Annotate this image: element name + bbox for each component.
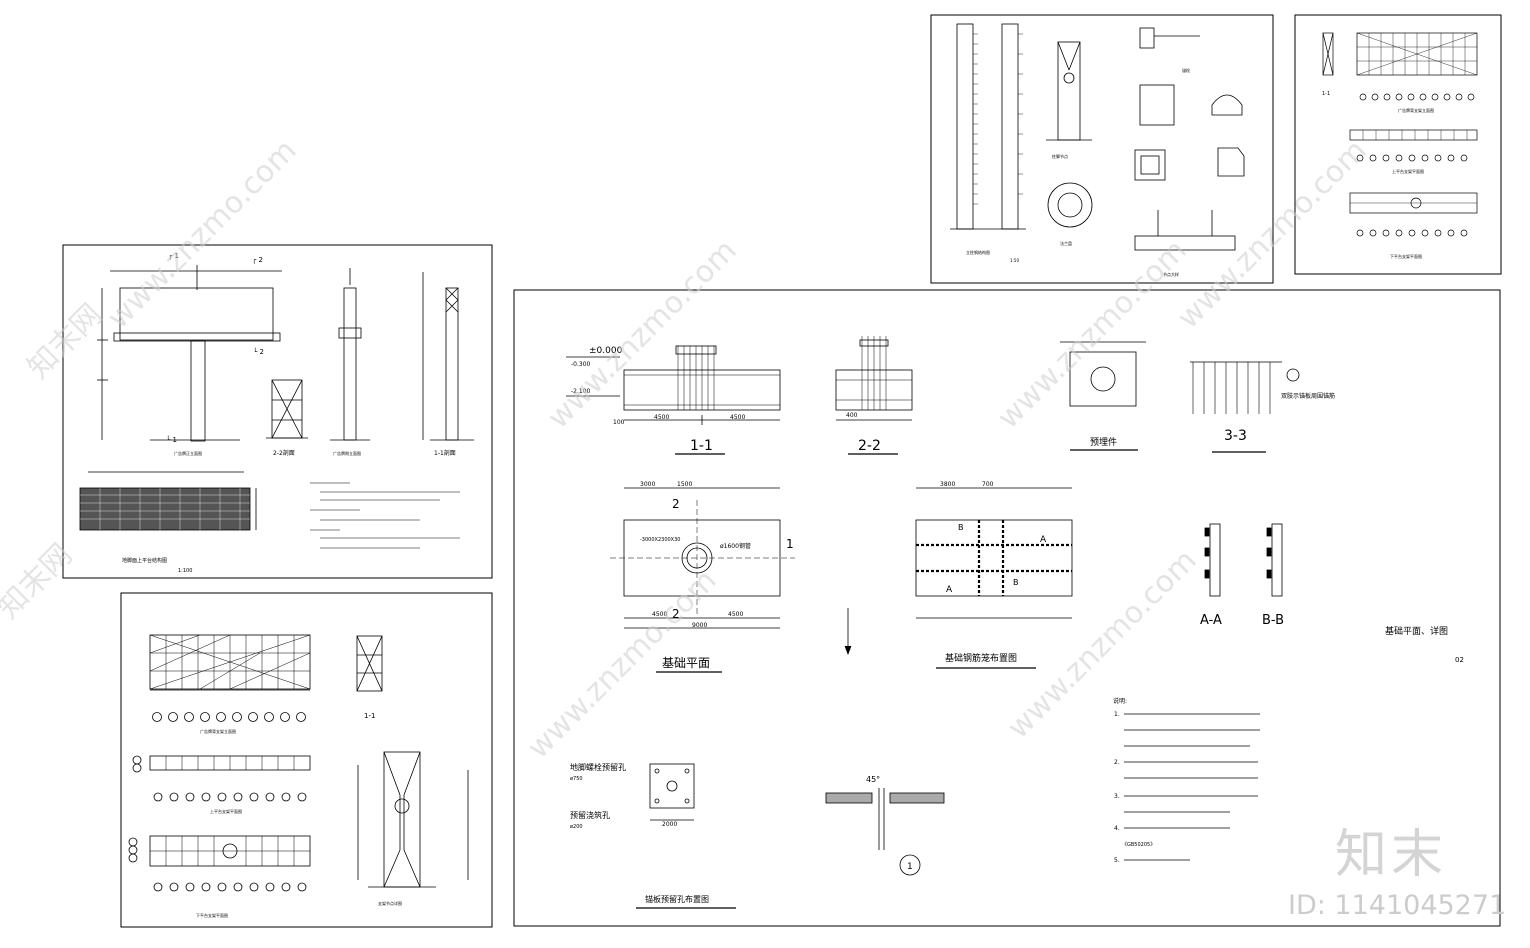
panel-main-frame — [513, 289, 1501, 927]
tm-title-col: 立柱钢结构图 — [966, 249, 990, 255]
tr-title-11: 1-1 — [1322, 91, 1330, 97]
tl-view-22: 2-2剖面 — [273, 449, 295, 457]
s11-title: 1-1 — [690, 438, 713, 454]
panel-bottom-left: 广告牌背支架立面图 1-1 上平台支架平面图 — [128, 634, 469, 918]
ah-anchor-label: 地脚螺栓预留孔 — [570, 762, 626, 772]
s22-dim: 400 — [846, 412, 858, 419]
svg-text:B: B — [1013, 578, 1019, 587]
aa-title: A-A — [1200, 613, 1222, 628]
detail-circle-no: 1 — [907, 862, 913, 872]
tr-title-upper: 上平台支架平面图 — [1392, 168, 1424, 174]
fp-title: 基础平面 — [662, 656, 710, 670]
svg-text:┌ 2: ┌ 2 — [252, 256, 263, 264]
rp-dim-3800a: 3800 — [940, 481, 955, 488]
bl-title-upper: 上平台支架平面图 — [210, 808, 242, 814]
tm-title-base: 柱脚节点 — [1052, 153, 1068, 159]
panel-frames — [62, 14, 1502, 928]
panel-top-middle-frame — [930, 14, 1274, 284]
fp-dim-4500a: 4500 — [652, 611, 667, 618]
bl-title-11: 1-1 — [364, 712, 375, 720]
panel-main: 4500 4500 100 ±0.000 -0.300 -2.100 1-1 2… — [566, 336, 1464, 909]
fp-foundation-size: -3000X2300X30 — [640, 537, 680, 543]
s33-note: 双肢示锚板周围锚筋 — [1281, 392, 1335, 400]
panel-top-middle: 立柱钢结构图 柱脚节点 法兰盘 锚栓 节点大样 1:50 — [950, 23, 1245, 277]
fp-dim-4500b: 4500 — [728, 611, 743, 618]
svg-text:B: B — [958, 523, 964, 532]
drawing-title: 基础平面、详图 — [1385, 625, 1448, 637]
tm-title-bolt: 锚栓 — [1182, 67, 1190, 73]
panel-bottom-left-frame — [120, 592, 493, 928]
note-1: 1. — [1114, 711, 1120, 718]
tm-scale: 1:50 — [1010, 258, 1019, 263]
s11-dim-right: 4500 — [730, 414, 745, 421]
bl-grid-bubbles — [152, 712, 306, 722]
rebar-plan-rect — [915, 519, 1073, 597]
ah-dim-2000: 2000 — [662, 821, 677, 828]
svg-text:2: 2 — [672, 497, 680, 511]
rp-title: 基础钢筋笼布置图 — [945, 652, 1017, 664]
panel-top-right: 1-1 广告牌背支架立面图 上平台支架平面图 — [1322, 32, 1478, 259]
svg-text:└ 1: └ 1 — [166, 435, 177, 444]
ah-grout-size: ø200 — [570, 824, 583, 830]
panel-top-right-frame — [1294, 14, 1502, 275]
svg-text:┌ 1: ┌ 1 — [168, 252, 179, 260]
rp-dim-700: 700 — [982, 481, 994, 488]
brand-watermark: 知末 — [1335, 825, 1448, 885]
s11-dim-end: 100 — [613, 419, 625, 426]
s11-dim-left: 4500 — [654, 414, 669, 421]
svg-text:└ 2: └ 2 — [253, 347, 264, 356]
tm-title-flange: 法兰盘 — [1060, 240, 1072, 246]
detail-45deg: 45° — [866, 775, 880, 784]
tr-title-elev: 广告牌背支架立面图 — [1398, 107, 1434, 113]
bl-title-detail: 支架节点详图 — [378, 900, 402, 906]
s22-title: 2-2 — [858, 438, 881, 454]
tl-scale: 1:100 — [178, 568, 192, 574]
tl-view-11: 1-1剖面 — [434, 449, 456, 457]
tm-title-node: 节点大样 — [1163, 271, 1179, 277]
s33-title: 3-3 — [1224, 428, 1247, 444]
id-watermark: ID: 1141045271 — [1288, 890, 1507, 921]
note-3: 3. — [1114, 793, 1120, 800]
note-2: 2. — [1114, 759, 1120, 766]
panel-top-left-frame — [62, 244, 493, 579]
bb-title: B-B — [1262, 613, 1284, 628]
note-5: 5. — [1114, 857, 1120, 864]
tr-title-lower: 下平台支架平面图 — [1390, 253, 1422, 259]
tl-view-front: 广告牌正立面图 — [174, 450, 202, 456]
note-spec: 《GB50205》 — [1122, 842, 1155, 848]
ah-grout-label: 预留浇筑孔 — [570, 810, 610, 820]
fp-dim-9000: 9000 — [692, 622, 707, 629]
s11-elev-0: ±0.000 — [589, 346, 623, 356]
tl-view-side: 广告牌侧立面图 — [333, 450, 361, 456]
svg-text:A: A — [1040, 535, 1047, 545]
svg-text:A: A — [946, 585, 953, 595]
s11-elev-03: -0.300 — [571, 361, 591, 368]
s11-elev-21: -2.100 — [571, 388, 591, 395]
tl-plan-title: 地脚面上平台结构图 — [122, 557, 167, 564]
fp-pipe-size: ø1600钢管 — [720, 542, 751, 550]
embed-title: 预埋件 — [1090, 436, 1117, 448]
note-4: 4. — [1114, 825, 1120, 832]
svg-text:1: 1 — [786, 537, 794, 551]
bl-title-lower: 下平台支架平面图 — [196, 912, 228, 918]
fp-dim-1500: 1500 — [677, 481, 692, 488]
svg-text:2: 2 — [672, 607, 680, 621]
panel-top-left: ┌ 1 ┌ 2 └ 2 └ 1 广告牌正立面图 2-2剖面 广告牌侧立面图 1-… — [79, 252, 474, 574]
fp-dim-3000a: 3000 — [640, 481, 655, 488]
ah-title: 锚板预留孔布置图 — [645, 894, 709, 904]
notes-header: 说明: — [1113, 697, 1127, 705]
bl-title-elev: 广告牌背支架立面图 — [200, 728, 236, 734]
sheet-no: 02 — [1455, 656, 1464, 664]
ah-anchor-size: ø750 — [570, 776, 583, 782]
